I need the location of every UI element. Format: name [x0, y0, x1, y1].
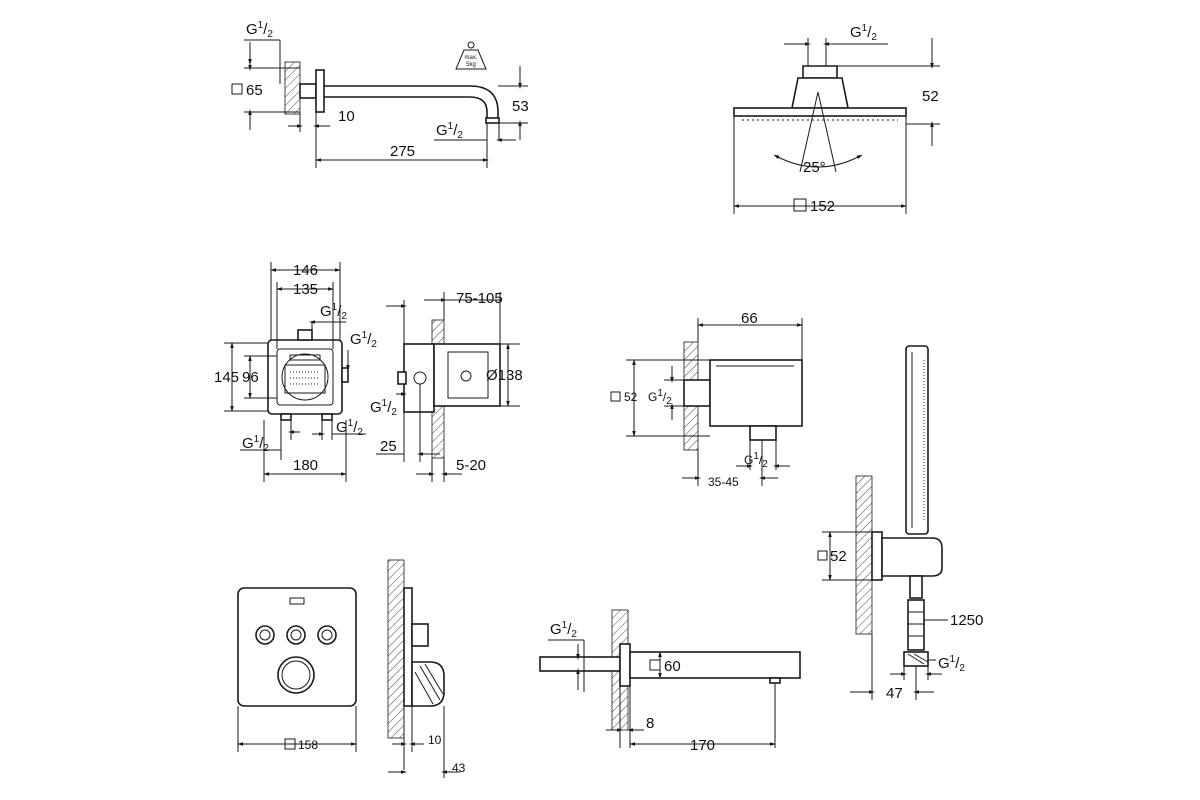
hand-shower-handle — [905, 345, 929, 535]
box-side-body — [433, 343, 501, 407]
control-panel-front-drawing: 158 — [237, 587, 357, 752]
panel-knob-depth: 10 — [428, 733, 442, 747]
control-panel-side-drawing: 10 43 — [387, 559, 466, 778]
spout-wall-offset: 8 — [646, 715, 654, 732]
outlet-body — [709, 359, 803, 427]
wall-outlet-drawing: 66 52 G1/2 G1/2 35-45 — [610, 310, 803, 489]
wall-hatch — [284, 61, 301, 115]
box-top-inlet — [297, 329, 313, 341]
head-height: 52 — [922, 88, 939, 105]
panel-button-3 — [317, 625, 337, 645]
hand-shower-offset: 47 — [886, 685, 903, 702]
panel-size: 158 — [298, 738, 318, 752]
outlet-width: 66 — [741, 310, 758, 327]
panel-button-1 — [255, 625, 275, 645]
outlet-inlet — [683, 379, 711, 407]
hose-length: 1250 — [950, 612, 983, 629]
outlet-nozzle-thread-label: G1/2 — [744, 451, 768, 470]
box-right-outlet — [341, 367, 349, 383]
box-width-outer: 146 — [293, 262, 318, 279]
box-side-plate — [403, 343, 435, 413]
square-symbol-icon — [231, 83, 243, 95]
panel-total-depth: 43 — [452, 761, 466, 775]
head-connector — [791, 77, 849, 109]
holder-plate — [871, 531, 883, 581]
box-dial — [281, 353, 329, 401]
hand-shower-drawing: 52 1250 G1/2 47 — [817, 345, 983, 702]
spout-size: 60 — [664, 658, 681, 675]
head-plate — [733, 107, 907, 117]
square-symbol-icon — [817, 550, 828, 561]
square-symbol-icon — [793, 198, 807, 212]
arm-flange-size: 65 — [246, 82, 263, 99]
arm-outlet — [485, 117, 500, 124]
box-bottom-width: 180 — [293, 457, 318, 474]
spout-pipe — [539, 656, 621, 672]
box-depth-range: 75-105 — [456, 290, 503, 307]
box-thread-right-label: G1/2 — [350, 330, 377, 350]
spout-body — [629, 651, 801, 679]
weight-max-label: max. — [464, 55, 477, 61]
box-thread-br-label: G1/2 — [336, 418, 363, 438]
arm-wall-offset: 10 — [338, 108, 355, 125]
box-diameter: Ø138 — [486, 367, 523, 384]
head-thread-label: G1/2 — [850, 23, 877, 43]
square-symbol-icon — [610, 391, 621, 402]
head-size: 152 — [810, 198, 835, 215]
arm-thread-label: G1/2 — [246, 20, 273, 40]
arm-pipe — [324, 85, 499, 120]
box-height-outer: 145 — [214, 369, 239, 386]
box-height-inner: 96 — [242, 369, 259, 386]
weight-value-label: 5kg — [466, 62, 476, 68]
box-thread-bl-label: G1/2 — [242, 434, 269, 454]
square-symbol-icon — [284, 738, 296, 750]
arm-square-box — [299, 83, 317, 99]
brand-logo-icon — [289, 597, 305, 605]
box-wall-range: 5-20 — [456, 457, 486, 474]
box-side-thread-label: G1/2 — [370, 398, 397, 418]
head-angle: 25° — [803, 159, 826, 176]
square-symbol-icon — [649, 659, 661, 671]
spout-outlet — [769, 677, 781, 684]
head-nut — [802, 65, 838, 79]
wall-hatch — [387, 559, 405, 739]
panel-side-button — [411, 623, 429, 647]
box-outer — [267, 339, 343, 415]
hose-thread-label: G1/2 — [938, 654, 965, 674]
arm-drop: 53 — [512, 98, 529, 115]
holder-size: 52 — [830, 548, 847, 565]
outlet-wall-range: 35-45 — [708, 475, 739, 489]
panel-side-plate — [403, 587, 413, 707]
spout-flange — [619, 643, 631, 687]
bath-spout-drawing: G1/2 60 8 170 — [539, 609, 801, 754]
spout-length: 170 — [690, 737, 715, 754]
panel-button-2 — [286, 625, 306, 645]
hose-connector — [909, 575, 923, 599]
outlet-size: 52 — [624, 390, 638, 404]
outlet-inlet-thread-label: G1/2 — [648, 388, 672, 407]
holder-body — [881, 537, 943, 577]
outlet-nozzle — [749, 425, 777, 441]
wall-hatch — [855, 475, 873, 635]
box-offset: 25 — [380, 438, 397, 455]
panel-plate — [237, 587, 357, 707]
box-thread-top-label: G1/2 — [320, 302, 347, 322]
spout-inlet-thread-label: G1/2 — [550, 620, 577, 640]
head-shower-drawing: G1/2 52 25° 152 — [733, 23, 940, 215]
rough-in-box-front-drawing: 146 135 G1/2 G1/2 145 96 G1/2 G1/2 — [214, 262, 377, 482]
arm-outlet-thread-label: G1/2 — [436, 121, 463, 141]
hose — [907, 599, 925, 651]
panel-side-knob — [411, 661, 445, 707]
panel-knob — [277, 656, 315, 694]
box-width-inner: 135 — [293, 281, 318, 298]
shower-arm-drawing: max. 5kg G1/2 65 10 53 G1/2 — [231, 20, 529, 168]
arm-length: 275 — [390, 143, 415, 160]
rough-in-box-side-drawing: 75-105 Ø138 G1/2 25 5-20 — [370, 290, 523, 482]
weight-icon: max. 5kg — [455, 41, 487, 70]
arm-flange — [315, 69, 325, 113]
